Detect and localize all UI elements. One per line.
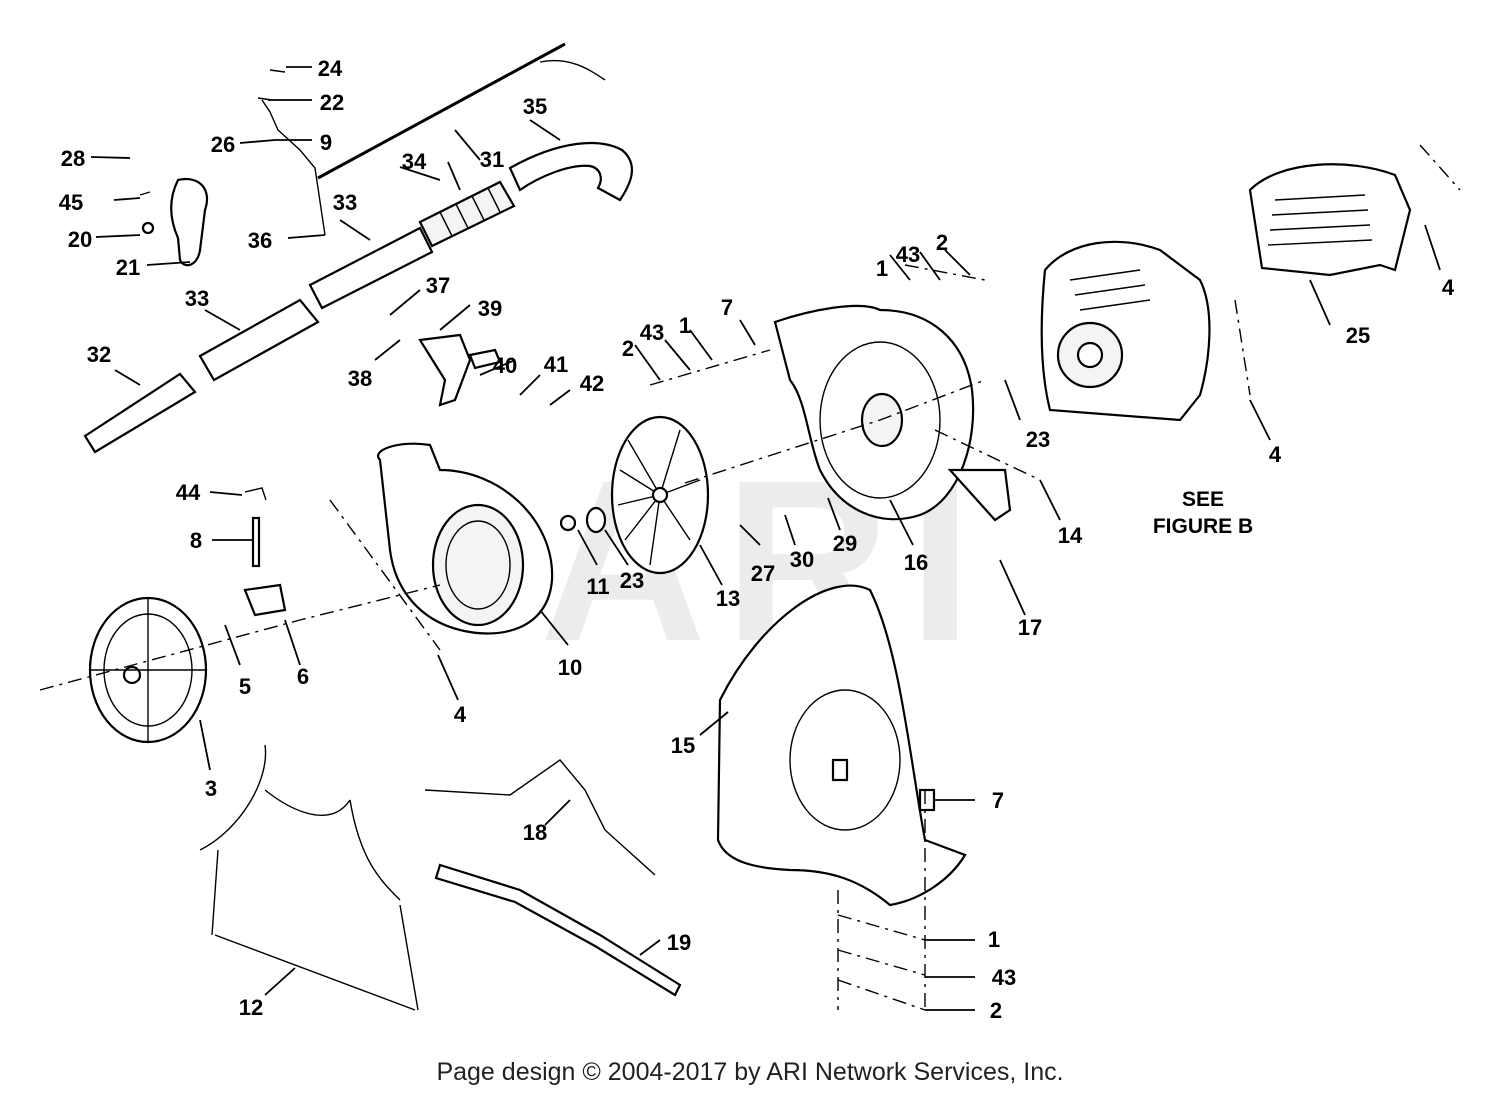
pin-8 (251, 516, 261, 568)
callout-45: 45 (59, 190, 83, 215)
callout-4: 4 (454, 702, 467, 727)
callout-19: 19 (667, 930, 691, 955)
callout-2: 2 (622, 336, 634, 361)
callout-28: 28 (61, 146, 85, 171)
front-cover (88, 596, 208, 744)
engine (1040, 240, 1211, 422)
callout-42: 42 (580, 371, 604, 396)
callout-38: 38 (348, 366, 372, 391)
callout-39: 39 (478, 296, 502, 321)
callout-37: 37 (426, 273, 450, 298)
shoulder-harness (199, 744, 419, 1011)
leader-lines (90, 66, 1441, 1011)
callout-13: 13 (716, 586, 740, 611)
callout-14: 14 (1058, 523, 1083, 548)
impeller (610, 415, 710, 575)
callout-43: 43 (640, 320, 664, 345)
callout-4: 4 (1442, 275, 1455, 300)
callout-18: 18 (523, 820, 547, 845)
callout-27: 27 (751, 561, 775, 586)
blower-housing (376, 442, 554, 635)
scroll-cover (773, 304, 1012, 522)
note-figure-b: FIGURE B (1153, 515, 1253, 538)
note-see: SEE (1182, 488, 1224, 511)
callout-23: 23 (620, 568, 644, 593)
callout-12: 12 (239, 995, 263, 1020)
callout-34: 34 (402, 149, 427, 174)
callout-7: 7 (992, 788, 1004, 813)
engine-cover (1248, 163, 1412, 277)
callout-31: 31 (480, 147, 504, 172)
callout-5: 5 (239, 674, 251, 699)
nut-11 (559, 514, 577, 532)
callout-40: 40 (493, 353, 517, 378)
callout-2: 2 (990, 998, 1002, 1023)
callout-15: 15 (671, 733, 695, 758)
callout-20: 20 (68, 227, 92, 252)
callout-43: 43 (896, 242, 920, 267)
callout-24: 24 (318, 56, 343, 81)
callout-43: 43 (992, 965, 1016, 990)
callout-10: 10 (558, 655, 582, 680)
washer-23 (585, 506, 607, 534)
backpack-frame (716, 584, 967, 907)
callout-30: 30 (790, 547, 814, 572)
callout-44: 44 (176, 480, 201, 505)
bracket-6 (243, 583, 287, 617)
callout-22: 22 (320, 90, 344, 115)
callout-23: 23 (1026, 427, 1050, 452)
callout-32: 32 (87, 342, 111, 367)
callout-3: 3 (205, 776, 217, 801)
callout-1: 1 (876, 256, 888, 281)
callout-1: 1 (679, 313, 691, 338)
blower-tube-assembly (83, 42, 634, 454)
callout-7: 7 (721, 295, 733, 320)
clip-44 (244, 487, 267, 501)
callout-17: 17 (1018, 615, 1042, 640)
belt-strap (434, 863, 682, 997)
callout-33: 33 (185, 286, 209, 311)
callout-25: 25 (1346, 323, 1370, 348)
callout-4: 4 (1269, 442, 1282, 467)
callout-41: 41 (544, 352, 568, 377)
waist-strap (424, 759, 656, 876)
callout-35: 35 (523, 94, 547, 119)
callout-33: 33 (333, 190, 357, 215)
callout-26: 26 (211, 132, 235, 157)
callout-9: 9 (320, 130, 332, 155)
callout-21: 21 (116, 255, 140, 280)
callout-36: 36 (248, 228, 272, 253)
callout-11: 11 (586, 574, 609, 599)
callout-6: 6 (297, 664, 309, 689)
callout-8: 8 (190, 528, 202, 553)
callout-1: 1 (988, 927, 1000, 952)
footer-copyright: Page design © 2004-2017 by ARI Network S… (436, 1058, 1064, 1086)
callout-16: 16 (904, 550, 928, 575)
callout-2: 2 (936, 230, 948, 255)
callout-29: 29 (833, 531, 857, 556)
